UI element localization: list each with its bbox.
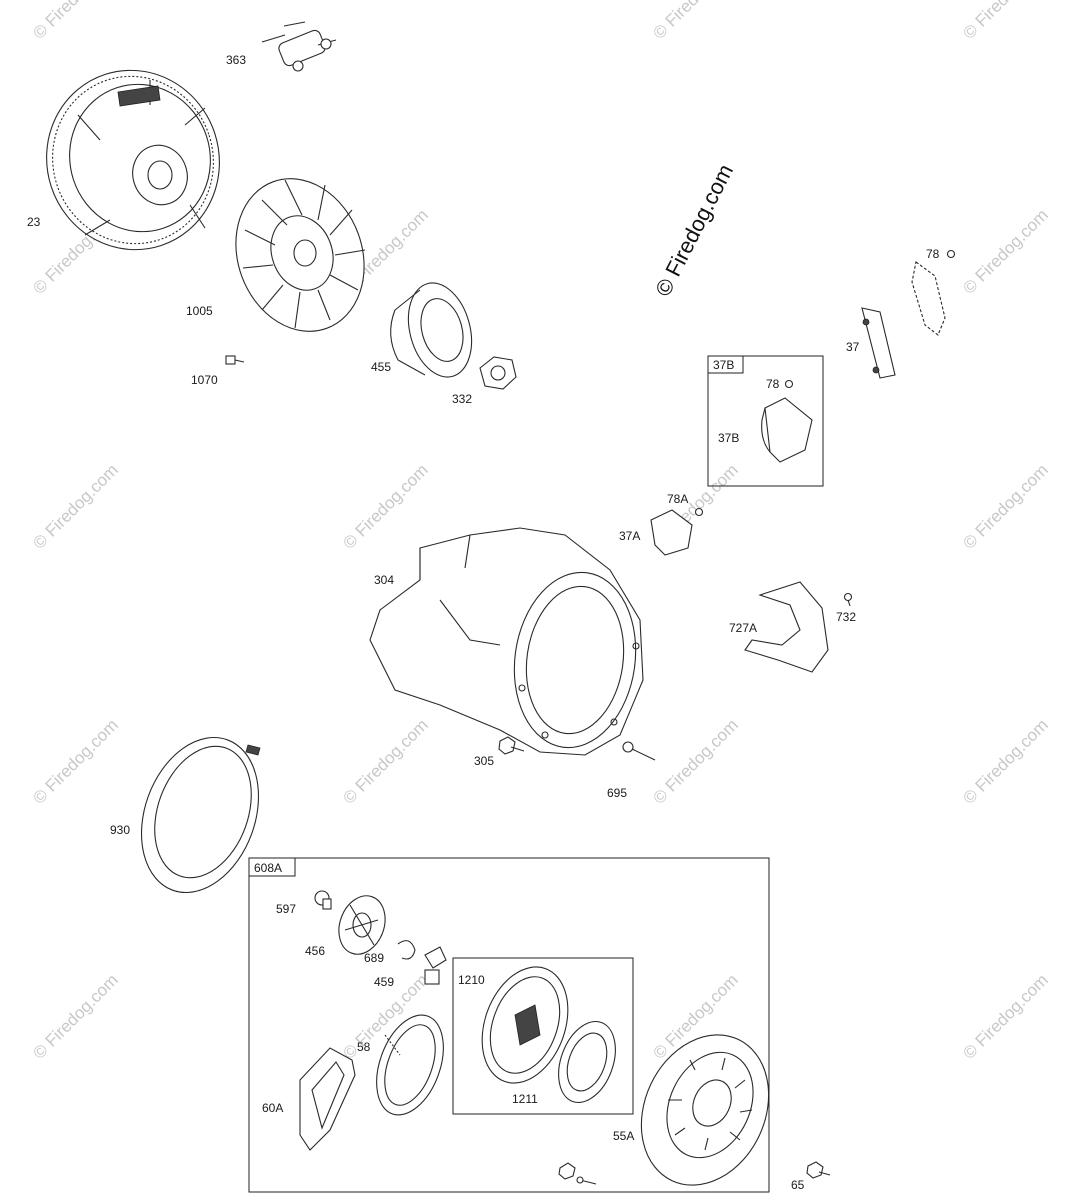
box-label-608a: 608A xyxy=(254,861,282,875)
part-screw-65 xyxy=(806,1161,831,1179)
watermark-text: © Firedog.com xyxy=(959,970,1051,1062)
label-930: 930 xyxy=(110,823,130,837)
watermark-text: © Firedog.com xyxy=(29,970,121,1062)
part-ring-930 xyxy=(140,736,261,894)
label-1211: 1211 xyxy=(512,1092,538,1106)
watermark-text: © Firedog.com xyxy=(29,0,121,43)
label-304: 304 xyxy=(374,573,394,587)
label-305: 305 xyxy=(474,754,494,768)
label-456: 456 xyxy=(305,944,325,958)
label-55a: 55A xyxy=(613,1129,634,1143)
part-screw-1070 xyxy=(225,355,245,365)
label-1005: 1005 xyxy=(186,304,213,318)
watermark-text: © Firedog.com xyxy=(29,460,121,552)
label-597: 597 xyxy=(276,902,296,916)
watermark-text: © Firedog.com xyxy=(29,715,121,807)
watermark-text: © Firedog.com xyxy=(959,205,1051,297)
part-bracket-78-top xyxy=(911,249,956,336)
part-clip-689 xyxy=(397,940,416,960)
label-65: 65 xyxy=(791,1178,805,1192)
label-37: 37 xyxy=(846,340,860,354)
label-732: 732 xyxy=(836,610,856,624)
part-nut-332 xyxy=(479,356,517,390)
label-23: 23 xyxy=(27,215,41,229)
label-58: 58 xyxy=(357,1040,371,1054)
part-pawl-459 xyxy=(424,946,447,985)
part-housing-304 xyxy=(369,527,644,756)
watermark-text: © Firedog.com xyxy=(649,715,741,807)
label-1210: 1210 xyxy=(458,973,485,987)
part-bracket-363 xyxy=(261,21,337,72)
watermark-text: © Firedog.com xyxy=(339,460,431,552)
label-459: 459 xyxy=(374,975,394,989)
part-cup-455 xyxy=(390,282,473,378)
label-37b: 37B xyxy=(718,431,739,445)
label-695: 695 xyxy=(607,786,627,800)
label-455: 455 xyxy=(371,360,391,374)
watermark-main: © Firedog.com xyxy=(650,160,738,300)
box-37b xyxy=(707,355,824,487)
part-bolt-695 xyxy=(622,741,656,761)
part-handle-60a xyxy=(299,1047,356,1151)
label-60a: 60A xyxy=(262,1101,283,1115)
box-608a xyxy=(248,857,770,1193)
watermark-text: © Firedog.com xyxy=(649,0,741,43)
label-332: 332 xyxy=(452,392,472,406)
part-bolt-305 xyxy=(498,736,525,755)
part-guard-727a xyxy=(744,581,853,673)
label-727a: 727A xyxy=(729,621,757,635)
part-pulley-456 xyxy=(338,895,386,955)
label-78-top: 78 xyxy=(926,247,940,261)
part-cover-55a xyxy=(640,1034,770,1186)
watermark-text: © Firedog.com xyxy=(959,715,1051,807)
part-597 xyxy=(314,890,332,910)
label-78a: 78A xyxy=(667,492,688,506)
part-plate-37 xyxy=(861,307,896,379)
label-37a: 37A xyxy=(619,529,640,543)
watermark-text: © Firedog.com xyxy=(959,0,1051,43)
watermark-text: © Firedog.com xyxy=(339,715,431,807)
part-flywheel-23 xyxy=(46,69,220,251)
label-1070: 1070 xyxy=(191,373,218,387)
part-shield-37a xyxy=(650,507,704,556)
part-spring-58 xyxy=(376,1014,444,1116)
label-363: 363 xyxy=(226,53,246,67)
label-689: 689 xyxy=(364,951,384,965)
watermark-text: © Firedog.com xyxy=(959,460,1051,552)
box-1210 xyxy=(452,957,634,1115)
box-label-37b: 37B xyxy=(713,358,734,372)
label-78-box: 78 xyxy=(766,377,780,391)
part-fan-1005 xyxy=(235,178,366,332)
part-small-fasteners xyxy=(558,1162,597,1185)
